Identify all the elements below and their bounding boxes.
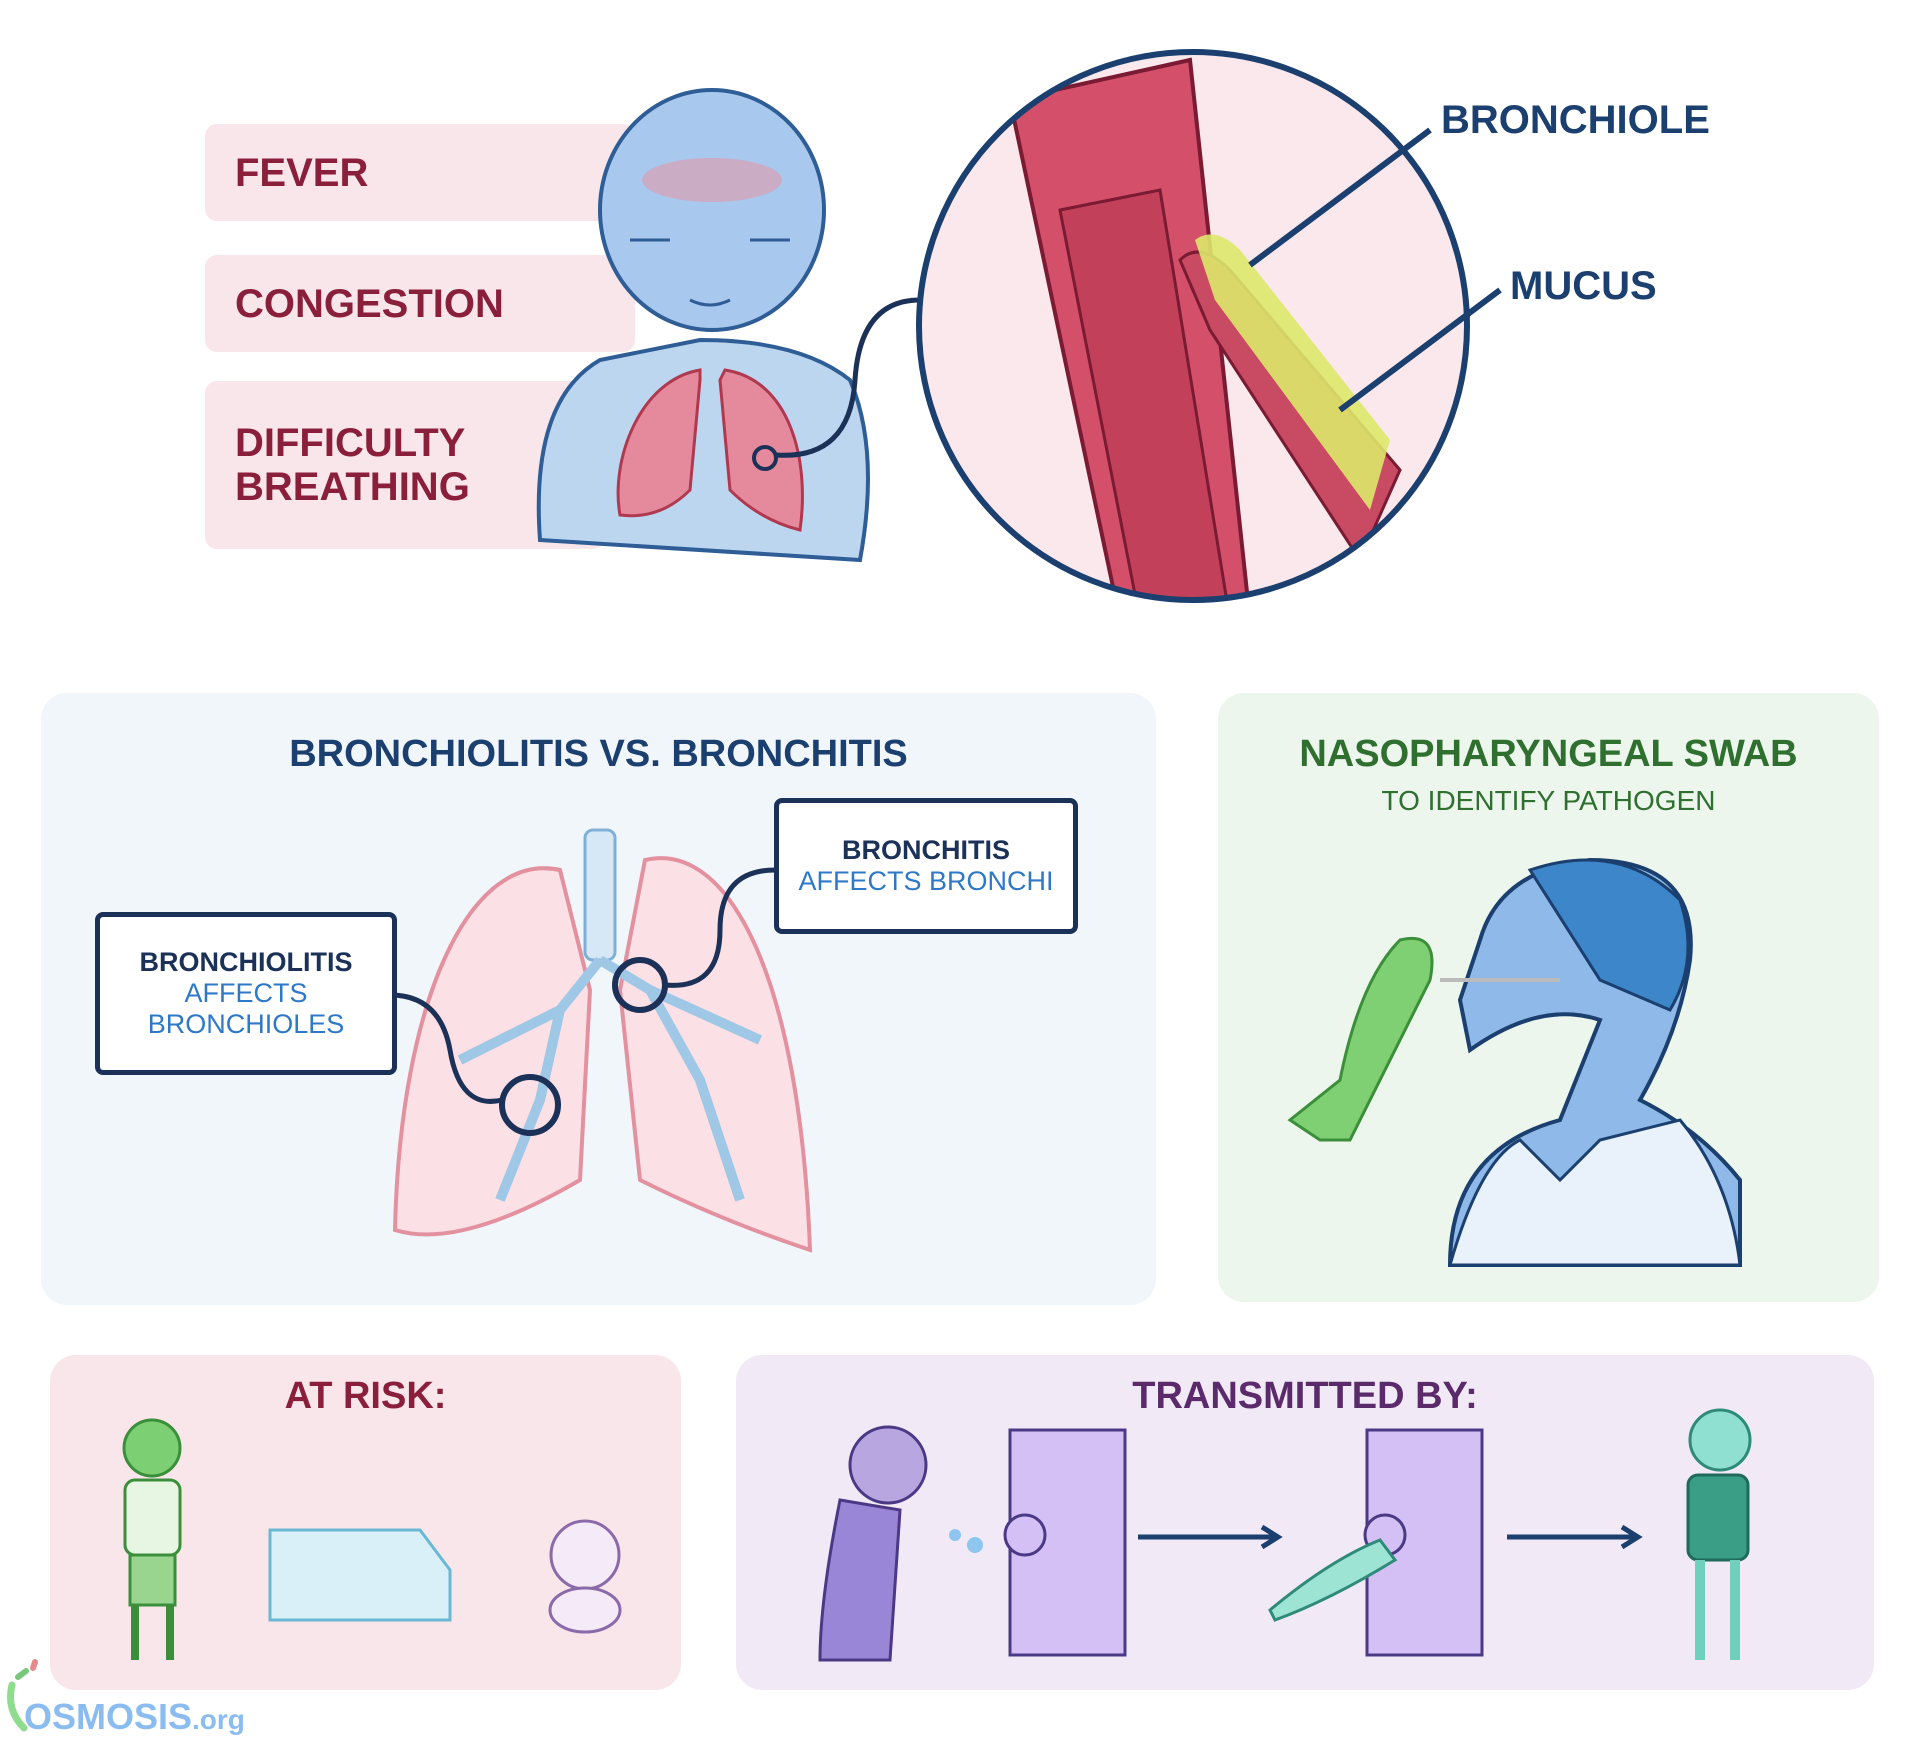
bronchitis-heading: BRONCHITIS [842,835,1010,865]
bronchitis-callout: BRONCHITIS AFFECTS BRONCHI [774,798,1078,934]
osmosis-logo: OSMOSIS.org [24,1696,245,1738]
bronchiolitis-heading: BRONCHIOLITIS [139,947,353,977]
transmission-illustrations [818,1408,1752,1662]
transmitted-title: TRANSMITTED BY: [1132,1375,1478,1417]
osmosis-logo-mark [7,1659,38,1732]
symptom-fever: FEVER [205,124,635,221]
transmitted-panel [736,1355,1874,1690]
comparison-title: BRONCHIOLITIS VS. BRONCHITIS [289,733,908,775]
symptom-label: FEVER [235,150,369,195]
symptom-label: DIFFICULTY BREATHING [235,421,470,509]
symptom-label: CONGESTION [235,281,504,326]
swab-subtitle: TO IDENTIFY PATHOGEN [1381,785,1716,816]
bronchiole-zoom-illustration [916,49,1502,603]
bronchiolitis-desc-2: BRONCHIOLES [147,1009,345,1039]
at-risk-title: AT RISK: [284,1375,447,1417]
swab-title: NASOPHARYNGEAL SWAB [1299,733,1798,775]
baby-illustration [536,88,921,563]
mucus-label: MUCUS [1510,264,1657,308]
symptom-congestion: CONGESTION [205,255,635,352]
lungs-illustration [389,828,813,1253]
logo-suffix: .org [192,1704,245,1735]
logo-name: OSMOSIS [24,1696,193,1737]
bronchiolitis-callout: BRONCHIOLITIS AFFECTS BRONCHIOLES [95,912,397,1075]
bronchitis-desc: AFFECTS BRONCHI [798,866,1054,896]
bronchiole-label: BRONCHIOLE [1441,98,1710,142]
swab-illustration [1287,857,1742,1267]
at-risk-illustrations [122,1418,622,1660]
bronchiolitis-desc-1: AFFECTS [184,978,308,1008]
